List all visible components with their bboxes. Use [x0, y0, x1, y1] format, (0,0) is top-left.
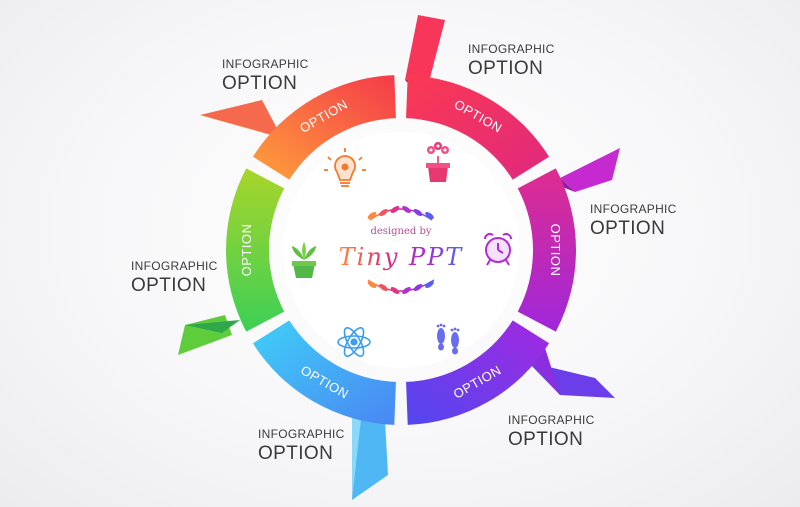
- designed-by-text: designed by: [370, 226, 431, 237]
- callout-title: OPTION: [222, 73, 298, 94]
- laurel-leaf: [379, 209, 388, 216]
- callout-bottom-left: INFOGRAPHIC OPTION: [258, 428, 345, 463]
- laurel-leaf: [413, 209, 423, 216]
- callout-title: OPTION: [590, 218, 666, 239]
- lightbulb-icon: [324, 148, 366, 187]
- segment-violet: [406, 320, 550, 425]
- succulent-pot-icon: [292, 242, 316, 278]
- segment-label: OPTION: [548, 224, 563, 277]
- callout-bottom-right: INFOGRAPHIC OPTION: [508, 414, 595, 449]
- segment-cyan: [252, 320, 396, 425]
- flap-cyan-fold: [352, 405, 362, 500]
- laurel-leaf: [390, 287, 400, 294]
- laurel-leaf: [367, 281, 377, 288]
- flap-cyan: [352, 405, 388, 500]
- laurel-leaf: [367, 212, 377, 219]
- laurel-leaf: [425, 281, 434, 288]
- laurel-leaf: [402, 206, 411, 213]
- center-disc: [283, 132, 519, 368]
- callout-top-left: INFOGRAPHIC OPTION: [222, 58, 309, 93]
- laurel-top: [367, 206, 434, 221]
- laurel-leaf: [413, 284, 423, 291]
- segment-green: [225, 168, 285, 332]
- laurel-leaf: [379, 284, 388, 291]
- callout-title: OPTION: [131, 275, 207, 296]
- flap-green-fold: [185, 320, 240, 333]
- flap-magenta: [560, 148, 620, 192]
- callout-left: INFOGRAPHIC OPTION: [131, 260, 218, 295]
- brand-name: Tiny PPT: [339, 243, 464, 271]
- callout-title: OPTION: [468, 58, 544, 79]
- laurel-leaf: [390, 206, 400, 213]
- callout-heading: INFOGRAPHIC: [222, 57, 309, 71]
- laurel-leaf: [402, 287, 411, 294]
- callout-title: OPTION: [258, 443, 334, 464]
- ribbon-flaps: [178, 15, 620, 500]
- callout-heading: INFOGRAPHIC: [258, 427, 345, 441]
- callout-right: INFOGRAPHIC OPTION: [590, 203, 677, 238]
- callout-heading: INFOGRAPHIC: [508, 413, 595, 427]
- flap-red: [405, 15, 445, 80]
- laurel-bottom: [367, 279, 435, 294]
- flap-orange: [200, 100, 282, 138]
- segment-orange: [252, 75, 396, 180]
- flower-pot-icon: [426, 142, 450, 182]
- center-brand: designed by Tiny PPT: [339, 206, 464, 294]
- footprints-icon: [436, 323, 460, 355]
- flap-green: [178, 315, 232, 355]
- alarm-clock-icon: [484, 233, 512, 266]
- callout-title: OPTION: [508, 429, 584, 450]
- callout-heading: INFOGRAPHIC: [590, 202, 677, 216]
- callout-heading: INFOGRAPHIC: [468, 42, 555, 56]
- laurel-leaf: [425, 212, 434, 219]
- segment-red: [406, 75, 550, 180]
- atom-icon: [337, 327, 371, 357]
- segment-label: OPTION: [239, 224, 254, 277]
- callout-heading: INFOGRAPHIC: [131, 259, 218, 273]
- flap-orange-fold: [200, 115, 282, 138]
- segment-magenta: [517, 168, 576, 332]
- callout-top-right: INFOGRAPHIC OPTION: [468, 43, 555, 78]
